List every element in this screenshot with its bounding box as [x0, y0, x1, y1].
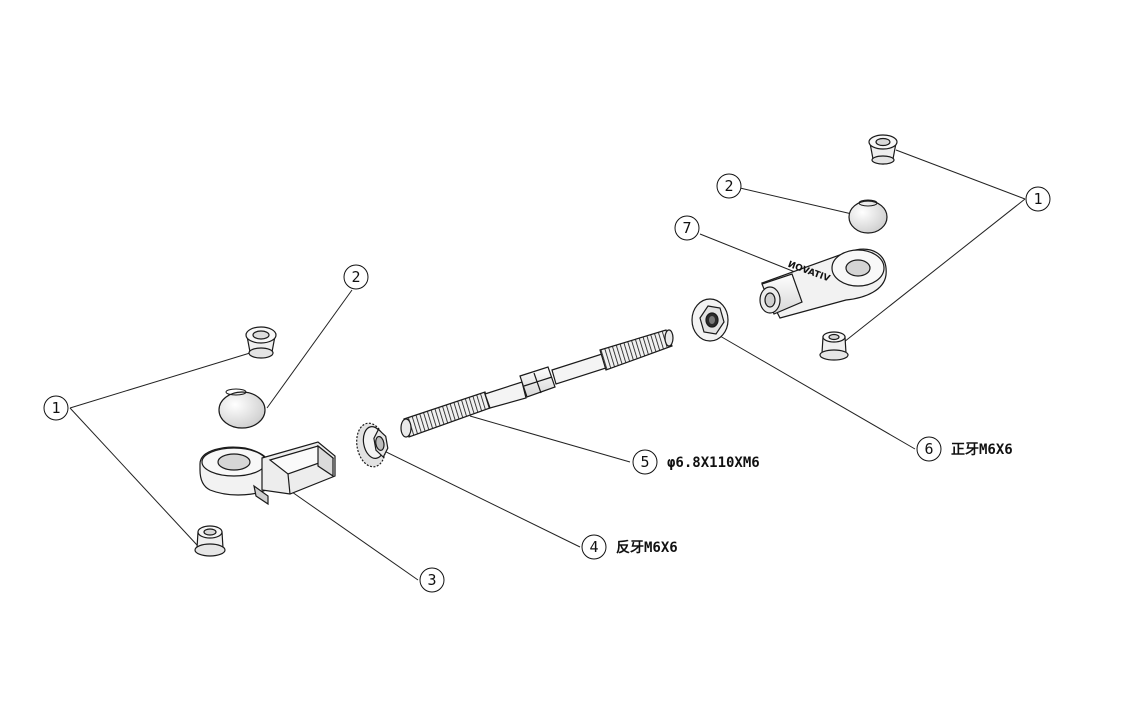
- callout-1-right: 1: [1025, 186, 1051, 212]
- flange-nut-left: [356, 422, 389, 468]
- svg-text:2: 2: [351, 268, 360, 286]
- bushing-right-top: [868, 134, 898, 165]
- callout-3: 3: [419, 567, 445, 593]
- svg-text:4: 4: [589, 538, 598, 556]
- callout-1-left: 1: [43, 395, 69, 421]
- part-6-label: 正牙M6X6: [951, 442, 1013, 458]
- svg-text:7: 7: [682, 219, 691, 237]
- callout-5: 5: [632, 449, 658, 475]
- part-4-label: 反牙M6X6: [616, 539, 678, 556]
- callout-4: 4: [581, 534, 607, 560]
- part-5-label: φ6.8X110XM6: [667, 455, 760, 471]
- svg-text:6: 6: [924, 440, 933, 458]
- svg-text:5: 5: [640, 453, 649, 471]
- leader-lines: [69, 149, 1026, 581]
- bushing-right-bottom: [819, 331, 849, 361]
- ball-left: [218, 388, 266, 429]
- rod-end-right: VITAVON: [759, 248, 887, 319]
- ball-right: [848, 199, 888, 234]
- svg-text:1: 1: [1033, 190, 1042, 208]
- callout-2-left: 2: [343, 264, 369, 290]
- bushing-left-bottom: [194, 525, 226, 557]
- rod-end-left: [199, 441, 336, 506]
- callout-2-right: 2: [716, 173, 742, 199]
- bushing-left-top: [245, 326, 277, 359]
- threaded-rod: [400, 329, 674, 438]
- callout-7: 7: [674, 215, 700, 241]
- svg-text:1: 1: [51, 399, 60, 417]
- callout-6: 6: [916, 436, 942, 462]
- svg-text:3: 3: [427, 571, 436, 589]
- svg-text:2: 2: [724, 177, 733, 195]
- flange-nut-right: [691, 298, 729, 342]
